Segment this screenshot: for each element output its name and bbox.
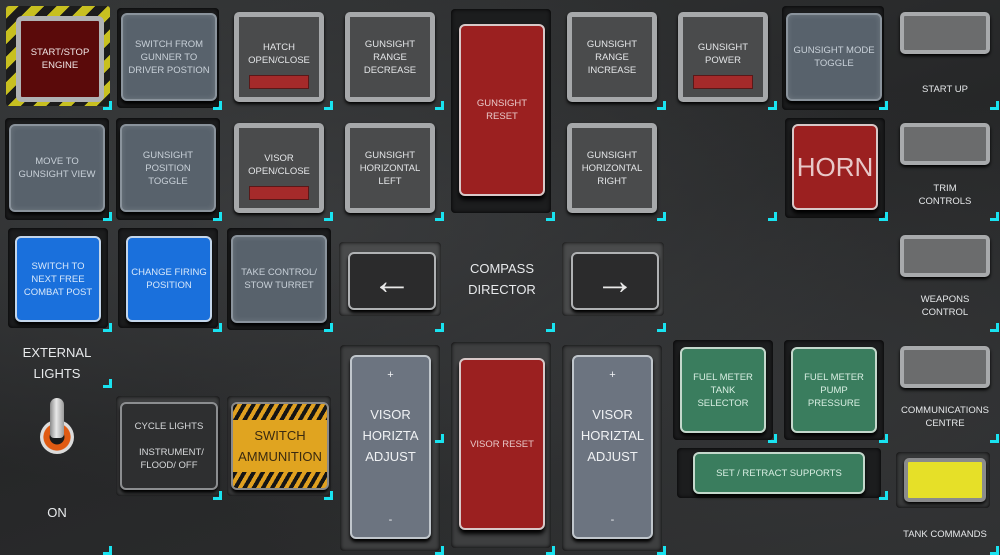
cycle-lights-button[interactable]: CYCLE LIGHTS INSTRUMENT/ FLOOD/ OFF (120, 402, 218, 490)
corner-marker (990, 434, 999, 443)
corner-marker (435, 212, 444, 221)
gunsight-power-button[interactable]: GUNSIGHT POWER (678, 12, 768, 102)
gunsight-range-decrease-button[interactable]: GUNSIGHT RANGE DECREASE (345, 12, 435, 102)
switch-ammunition-button[interactable]: SWITCH AMMUNITION (231, 402, 329, 490)
gunsight-horizontal-left-button[interactable]: GUNSIGHT HORIZONTAL LEFT (345, 123, 435, 213)
visor-indicator (249, 186, 309, 200)
minus-label: - (388, 514, 393, 526)
take-control-stow-turret-button[interactable]: TAKE CONTROL/ STOW TURRET (231, 235, 327, 323)
arrow-right-icon: → (595, 259, 635, 303)
corner-marker (879, 101, 888, 110)
cycle-lights-title: CYCLE LIGHTS (134, 421, 204, 432)
hatch-indicator (249, 75, 309, 89)
corner-marker (103, 546, 112, 555)
mode-start-up-label: START UP (922, 84, 968, 95)
cycle-lights-options: INSTRUMENT/ FLOOD/ OFF (139, 447, 204, 471)
switch-gunner-driver-button[interactable]: SWITCH FROM GUNNER TO DRIVER POSTION (121, 13, 217, 101)
corner-marker (546, 212, 555, 221)
corner-marker (990, 546, 999, 555)
corner-marker (103, 379, 112, 388)
start-stop-engine-button[interactable]: START/STOP ENGINE (16, 16, 104, 102)
corner-marker (657, 101, 666, 110)
fuel-pump-pressure-button[interactable]: FUEL METER PUMP PRESSURE (791, 347, 877, 433)
corner-marker (213, 491, 222, 500)
mode-communications-centre-button[interactable] (900, 346, 990, 388)
corner-marker (657, 212, 666, 221)
mode-trim-controls-label: TRIM CONTROLS (918, 183, 972, 207)
hatch-label: HATCH OPEN/CLOSE (248, 42, 310, 66)
compass-left-button[interactable]: ← (348, 252, 436, 310)
external-lights-label: EXTERNAL LIGHTS (22, 345, 92, 381)
corner-marker (990, 101, 999, 110)
corner-marker (103, 101, 112, 110)
corner-marker (990, 212, 999, 221)
gunsight-power-indicator (693, 75, 753, 89)
set-retract-supports-button[interactable]: SET / RETRACT SUPPORTS (693, 452, 865, 494)
external-lights-toggle[interactable] (38, 398, 78, 468)
corner-marker (324, 323, 333, 332)
corner-marker (324, 491, 333, 500)
minus-label: - (610, 514, 615, 526)
corner-marker (879, 434, 888, 443)
change-firing-position-button[interactable]: CHANGE FIRING POSITION (126, 236, 212, 322)
fuel-tank-selector-button[interactable]: FUEL METER TANK SELECTOR (680, 347, 766, 433)
corner-marker (657, 323, 666, 332)
mode-weapons-control-label: WEAPONS CONTROL (920, 294, 970, 318)
corner-marker (435, 101, 444, 110)
corner-marker (435, 323, 444, 332)
corner-marker (213, 101, 222, 110)
corner-marker (990, 323, 999, 332)
visor-adjust-left-label: VISOR HORIZTA ADJUST (362, 406, 419, 464)
visor-horizontal-adjust-right-button[interactable]: + VISOR HORIZTAL ADJUST - (572, 355, 653, 539)
corner-marker (879, 491, 888, 500)
corner-marker (324, 212, 333, 221)
plus-label: + (387, 369, 394, 381)
hazard-stripes-top (233, 404, 327, 420)
corner-marker (768, 212, 777, 221)
corner-marker (546, 546, 555, 555)
hazard-stripes-bottom (233, 472, 327, 488)
gunsight-horizontal-right-button[interactable]: GUNSIGHT HORIZONTAL RIGHT (567, 123, 657, 213)
visor-horizontal-adjust-left-button[interactable]: + VISOR HORIZTA ADJUST - (350, 355, 431, 539)
mode-trim-controls-button[interactable] (900, 123, 990, 165)
corner-marker (768, 434, 777, 443)
mode-start-up-button[interactable] (900, 12, 990, 54)
corner-marker (103, 212, 112, 221)
hatch-open-close-button[interactable]: HATCH OPEN/CLOSE (234, 12, 324, 102)
toggle-lever (50, 398, 64, 438)
corner-marker (213, 323, 222, 332)
mode-tank-commands-label: TANK COMMANDS (903, 529, 987, 540)
plus-label: + (609, 369, 616, 381)
corner-marker (103, 323, 112, 332)
visor-open-close-button[interactable]: VISOR OPEN/CLOSE (234, 123, 324, 213)
compass-director-label: COMPASS DIRECTOR (468, 261, 536, 297)
visor-open-close-label: VISOR OPEN/CLOSE (248, 153, 310, 177)
horn-button[interactable]: HORN (792, 124, 878, 210)
mode-weapons-control-button[interactable] (900, 235, 990, 277)
compass-right-button[interactable]: → (571, 252, 659, 310)
corner-marker (435, 434, 444, 443)
move-to-gunsight-view-button[interactable]: MOVE TO GUNSIGHT VIEW (9, 124, 105, 212)
external-lights-state: ON (47, 505, 67, 520)
visor-adjust-right-label: VISOR HORIZTAL ADJUST (580, 406, 645, 464)
gunsight-position-toggle-button[interactable]: GUNSIGHT POSITION TOGGLE (120, 124, 216, 212)
corner-marker (879, 212, 888, 221)
arrow-left-icon: ← (372, 259, 412, 303)
gunsight-mode-toggle-button[interactable]: GUNSIGHT MODE TOGGLE (786, 13, 882, 101)
corner-marker (324, 101, 333, 110)
gunsight-power-label: GUNSIGHT POWER (697, 42, 749, 66)
switch-next-combat-post-button[interactable]: SWITCH TO NEXT FREE COMBAT POST (15, 236, 101, 322)
mode-tank-commands-button[interactable] (904, 458, 986, 502)
switch-ammunition-label: SWITCH AMMUNITION (238, 428, 322, 464)
corner-marker (657, 546, 666, 555)
corner-marker (435, 546, 444, 555)
gunsight-range-increase-button[interactable]: GUNSIGHT RANGE INCREASE (567, 12, 657, 102)
corner-marker (213, 212, 222, 221)
corner-marker (546, 323, 555, 332)
corner-marker (768, 101, 777, 110)
mode-communications-centre-label: COMMUNICATIONS CENTRE (901, 405, 989, 429)
cell-start-stop-engine: START/STOP ENGINE (4, 4, 110, 106)
gunsight-reset-button[interactable]: GUNSIGHT RESET (459, 24, 545, 196)
visor-reset-button[interactable]: VISOR RESET (459, 358, 545, 530)
